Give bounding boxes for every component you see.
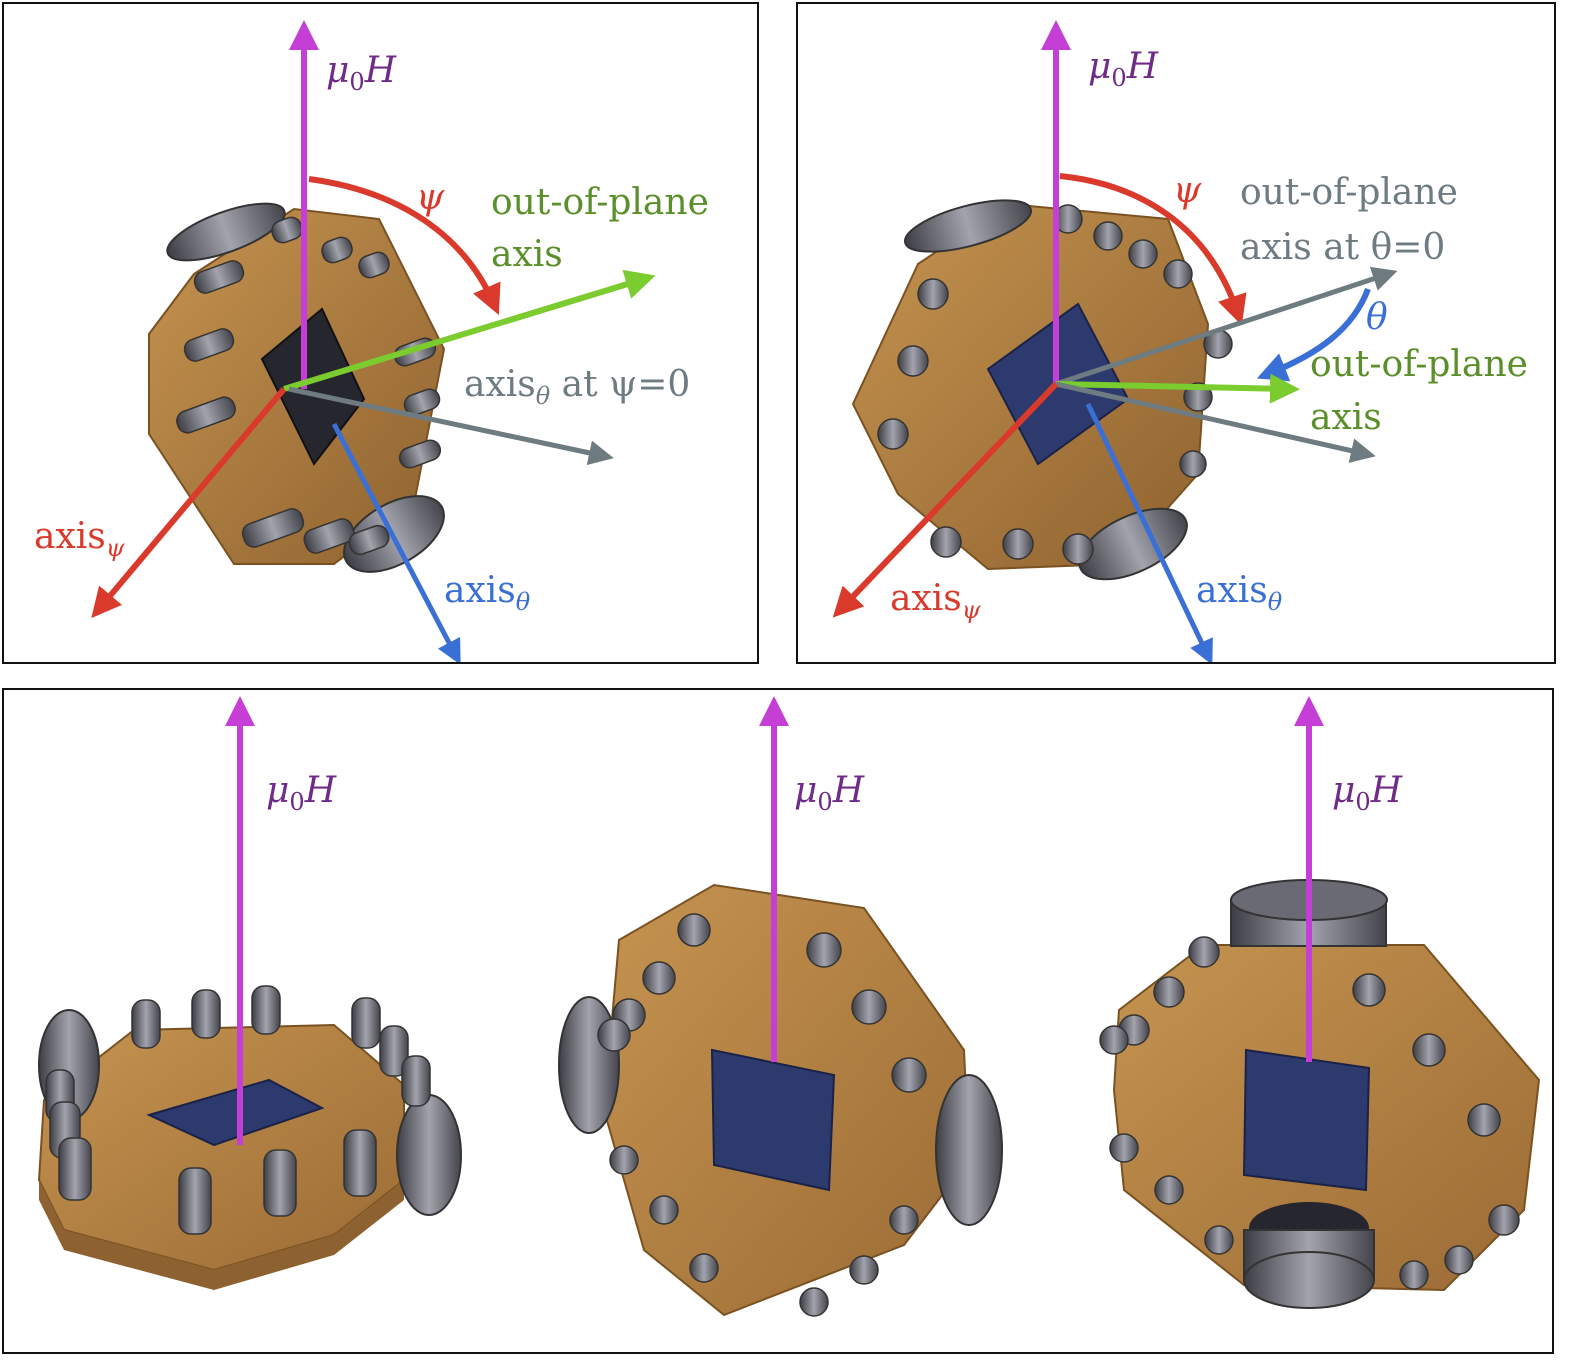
axis-psi-arrow <box>832 381 1059 618</box>
right-field-label: μ0H <box>1332 770 1403 816</box>
reference-axis-label-line1: out-of-plane <box>1240 172 1458 213</box>
axis-theta-arrow <box>1085 402 1213 662</box>
axis-psi-arrow <box>91 387 287 619</box>
panel-a-diagram: μ0H ψ out-of-plane axis axisθ at ψ=0 axi… <box>34 20 709 662</box>
oop-label-line2: axis <box>491 234 563 275</box>
psi-label: ψ <box>416 177 445 218</box>
axis-psi-label: axisψ <box>34 516 126 562</box>
disc-magnet-top <box>166 202 286 262</box>
theta-arc <box>1256 287 1371 382</box>
axis-theta-label: axisθ <box>1196 570 1283 616</box>
axis-theta-at-psi0-label: axisθ at ψ=0 <box>464 364 690 410</box>
panel-b-diagram: μ0H ψ out-of-plane axis at θ=0 θ out-of-… <box>832 20 1528 662</box>
theta-label: θ <box>1366 297 1388 338</box>
field-label: μ0H <box>326 50 397 96</box>
panel-c: μ0H μ0H <box>2 688 1554 1354</box>
middle-field-label: μ0H <box>794 770 865 816</box>
oop-label-line2: axis <box>1310 397 1382 438</box>
out-of-plane-arrow <box>1055 373 1300 404</box>
left-sample <box>37 985 462 1290</box>
middle-sample <box>558 883 1003 1317</box>
axis-psi-label: axisψ <box>890 578 982 624</box>
oop-label-line1: out-of-plane <box>1310 344 1528 385</box>
disc-magnet-top <box>904 199 1032 253</box>
psi-arc <box>308 176 501 315</box>
left-field-label: μ0H <box>266 770 337 816</box>
out-of-plane-arrow <box>283 269 656 392</box>
oop-label-line1: out-of-plane <box>491 182 709 223</box>
disc-magnet-bottom <box>1078 507 1188 581</box>
psi-arc <box>1059 173 1247 326</box>
panel-b: μ0H ψ out-of-plane axis at θ=0 θ out-of-… <box>796 2 1556 664</box>
axis-theta-arrow <box>331 422 461 662</box>
pins <box>877 204 1233 565</box>
axis-theta-at-psi0-arrow <box>288 386 614 466</box>
pins <box>176 216 442 556</box>
gray-lower-arrow <box>1055 381 1376 463</box>
right-sample <box>1099 879 1541 1309</box>
axis-theta-label: axisθ <box>444 570 531 616</box>
reference-axis-arrow <box>1055 266 1398 387</box>
reference-axis-label-line2: axis at θ=0 <box>1240 227 1445 268</box>
field-label: μ0H <box>1088 46 1159 92</box>
psi-label: ψ <box>1173 170 1202 211</box>
panel-a: μ0H ψ out-of-plane axis axisθ at ψ=0 axi… <box>2 2 759 664</box>
panel-c-diagram: μ0H μ0H <box>37 696 1541 1317</box>
